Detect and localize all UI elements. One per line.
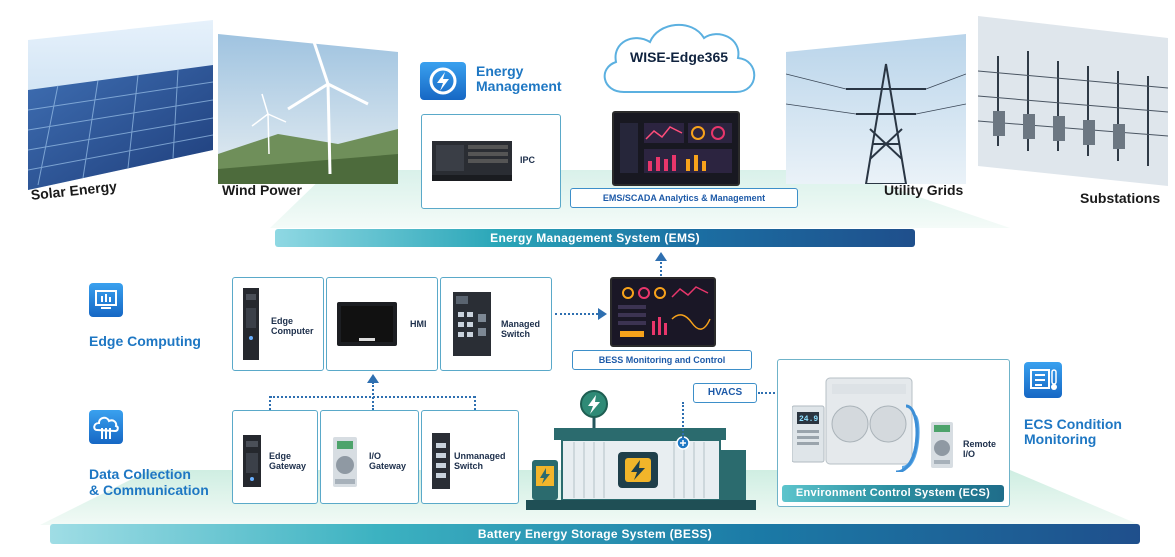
managed-switch-box: Managed Switch (440, 277, 552, 371)
scada-dashboard (612, 111, 740, 186)
cloud-icon (603, 23, 756, 93)
unmanaged-switch-box: Unmanaged Switch (421, 410, 519, 504)
bess-monitor-screen (610, 277, 716, 347)
ecs-monitoring-title: ECS Condition Monitoring (1024, 416, 1122, 447)
wind-caption: Wind Power (222, 182, 302, 198)
ecs-monitoring-icon (1024, 362, 1062, 398)
remote-io-label: Remote I/O (963, 439, 997, 459)
energy-management-icon (420, 62, 466, 100)
data-collection-title: Data Collection & Communication (89, 466, 209, 498)
cloud-label: WISE-Edge365 (629, 49, 729, 65)
wind-photo (218, 34, 398, 184)
hvacs-label: HVACS (693, 383, 757, 403)
solar-photo (28, 20, 213, 190)
power-tower-icon (786, 34, 966, 184)
dashboard-screen-icon (620, 123, 732, 173)
edge-computer-device-icon (243, 288, 259, 360)
arrow-up-icon (655, 252, 667, 261)
substation-caption: Substations (1080, 190, 1161, 206)
arrow-up-edge-icon (367, 374, 379, 383)
hmi-panel-icon (337, 302, 397, 346)
arrow-to-bess-monitor (555, 313, 602, 315)
bess-monitor-label: BESS Monitoring and Control (572, 350, 752, 370)
substation-icon (978, 16, 1168, 186)
substation-photo (978, 16, 1168, 186)
bus-drop-2 (372, 382, 374, 410)
scada-label: EMS/SCADA Analytics & Management (570, 188, 798, 208)
edge-computer-box: Edge Computer (232, 277, 324, 371)
hvac-unit-icon (792, 377, 920, 472)
energy-management-title: Energy Management (476, 63, 562, 94)
ipc-box: IPC (421, 114, 561, 209)
hvacs-connector-icon (676, 436, 690, 450)
bus-drop-1 (269, 396, 271, 410)
solar-panel-icon (28, 20, 213, 190)
hmi-label: HMI (410, 319, 427, 329)
unmanaged-switch-device-icon (432, 433, 450, 489)
arrow-right-icon (598, 308, 607, 320)
ecs-bar: Environment Control System (ECS) (782, 485, 1004, 502)
edge-gateway-box: Edge Gateway (232, 410, 318, 504)
bus-drop-3 (474, 396, 476, 410)
remote-io-device-icon (931, 422, 953, 468)
data-collection-icon (89, 410, 123, 444)
ipc-label: IPC (520, 155, 536, 165)
ems-bar: Energy Management System (EMS) (275, 229, 915, 247)
managed-switch-label: Managed Switch (501, 319, 541, 339)
arrow-to-ems (660, 258, 662, 276)
grid-caption: Utility Grids (884, 182, 964, 198)
wind-turbine-icon (218, 34, 398, 184)
ipc-device-icon (432, 141, 512, 181)
ecs-box: 24.9 Remote I/O Environment Control Syst… (777, 359, 1010, 507)
bess-container (526, 390, 756, 510)
io-gateway-device-icon (333, 437, 357, 487)
hmi-box: HMI (326, 277, 438, 371)
grid-photo (786, 34, 966, 184)
unmanaged-switch-label: Unmanaged Switch (454, 451, 506, 471)
hvacs-vertical-line (682, 402, 684, 438)
hvac-display: 24.9 (799, 415, 819, 424)
edge-computing-title: Edge Computing (89, 333, 201, 349)
edge-computer-label: Edge Computer (271, 316, 314, 336)
managed-switch-device-icon (453, 292, 491, 356)
edge-gateway-device-icon (243, 435, 261, 487)
io-gateway-box: I/O Gateway (320, 410, 419, 504)
bess-bar: Battery Energy Storage System (BESS) (50, 524, 1140, 544)
edge-computing-icon (89, 283, 123, 317)
monitor-dashboard-icon (618, 286, 711, 337)
edge-gateway-label: Edge Gateway (269, 451, 307, 471)
io-gateway-label: I/O Gateway (369, 451, 407, 471)
